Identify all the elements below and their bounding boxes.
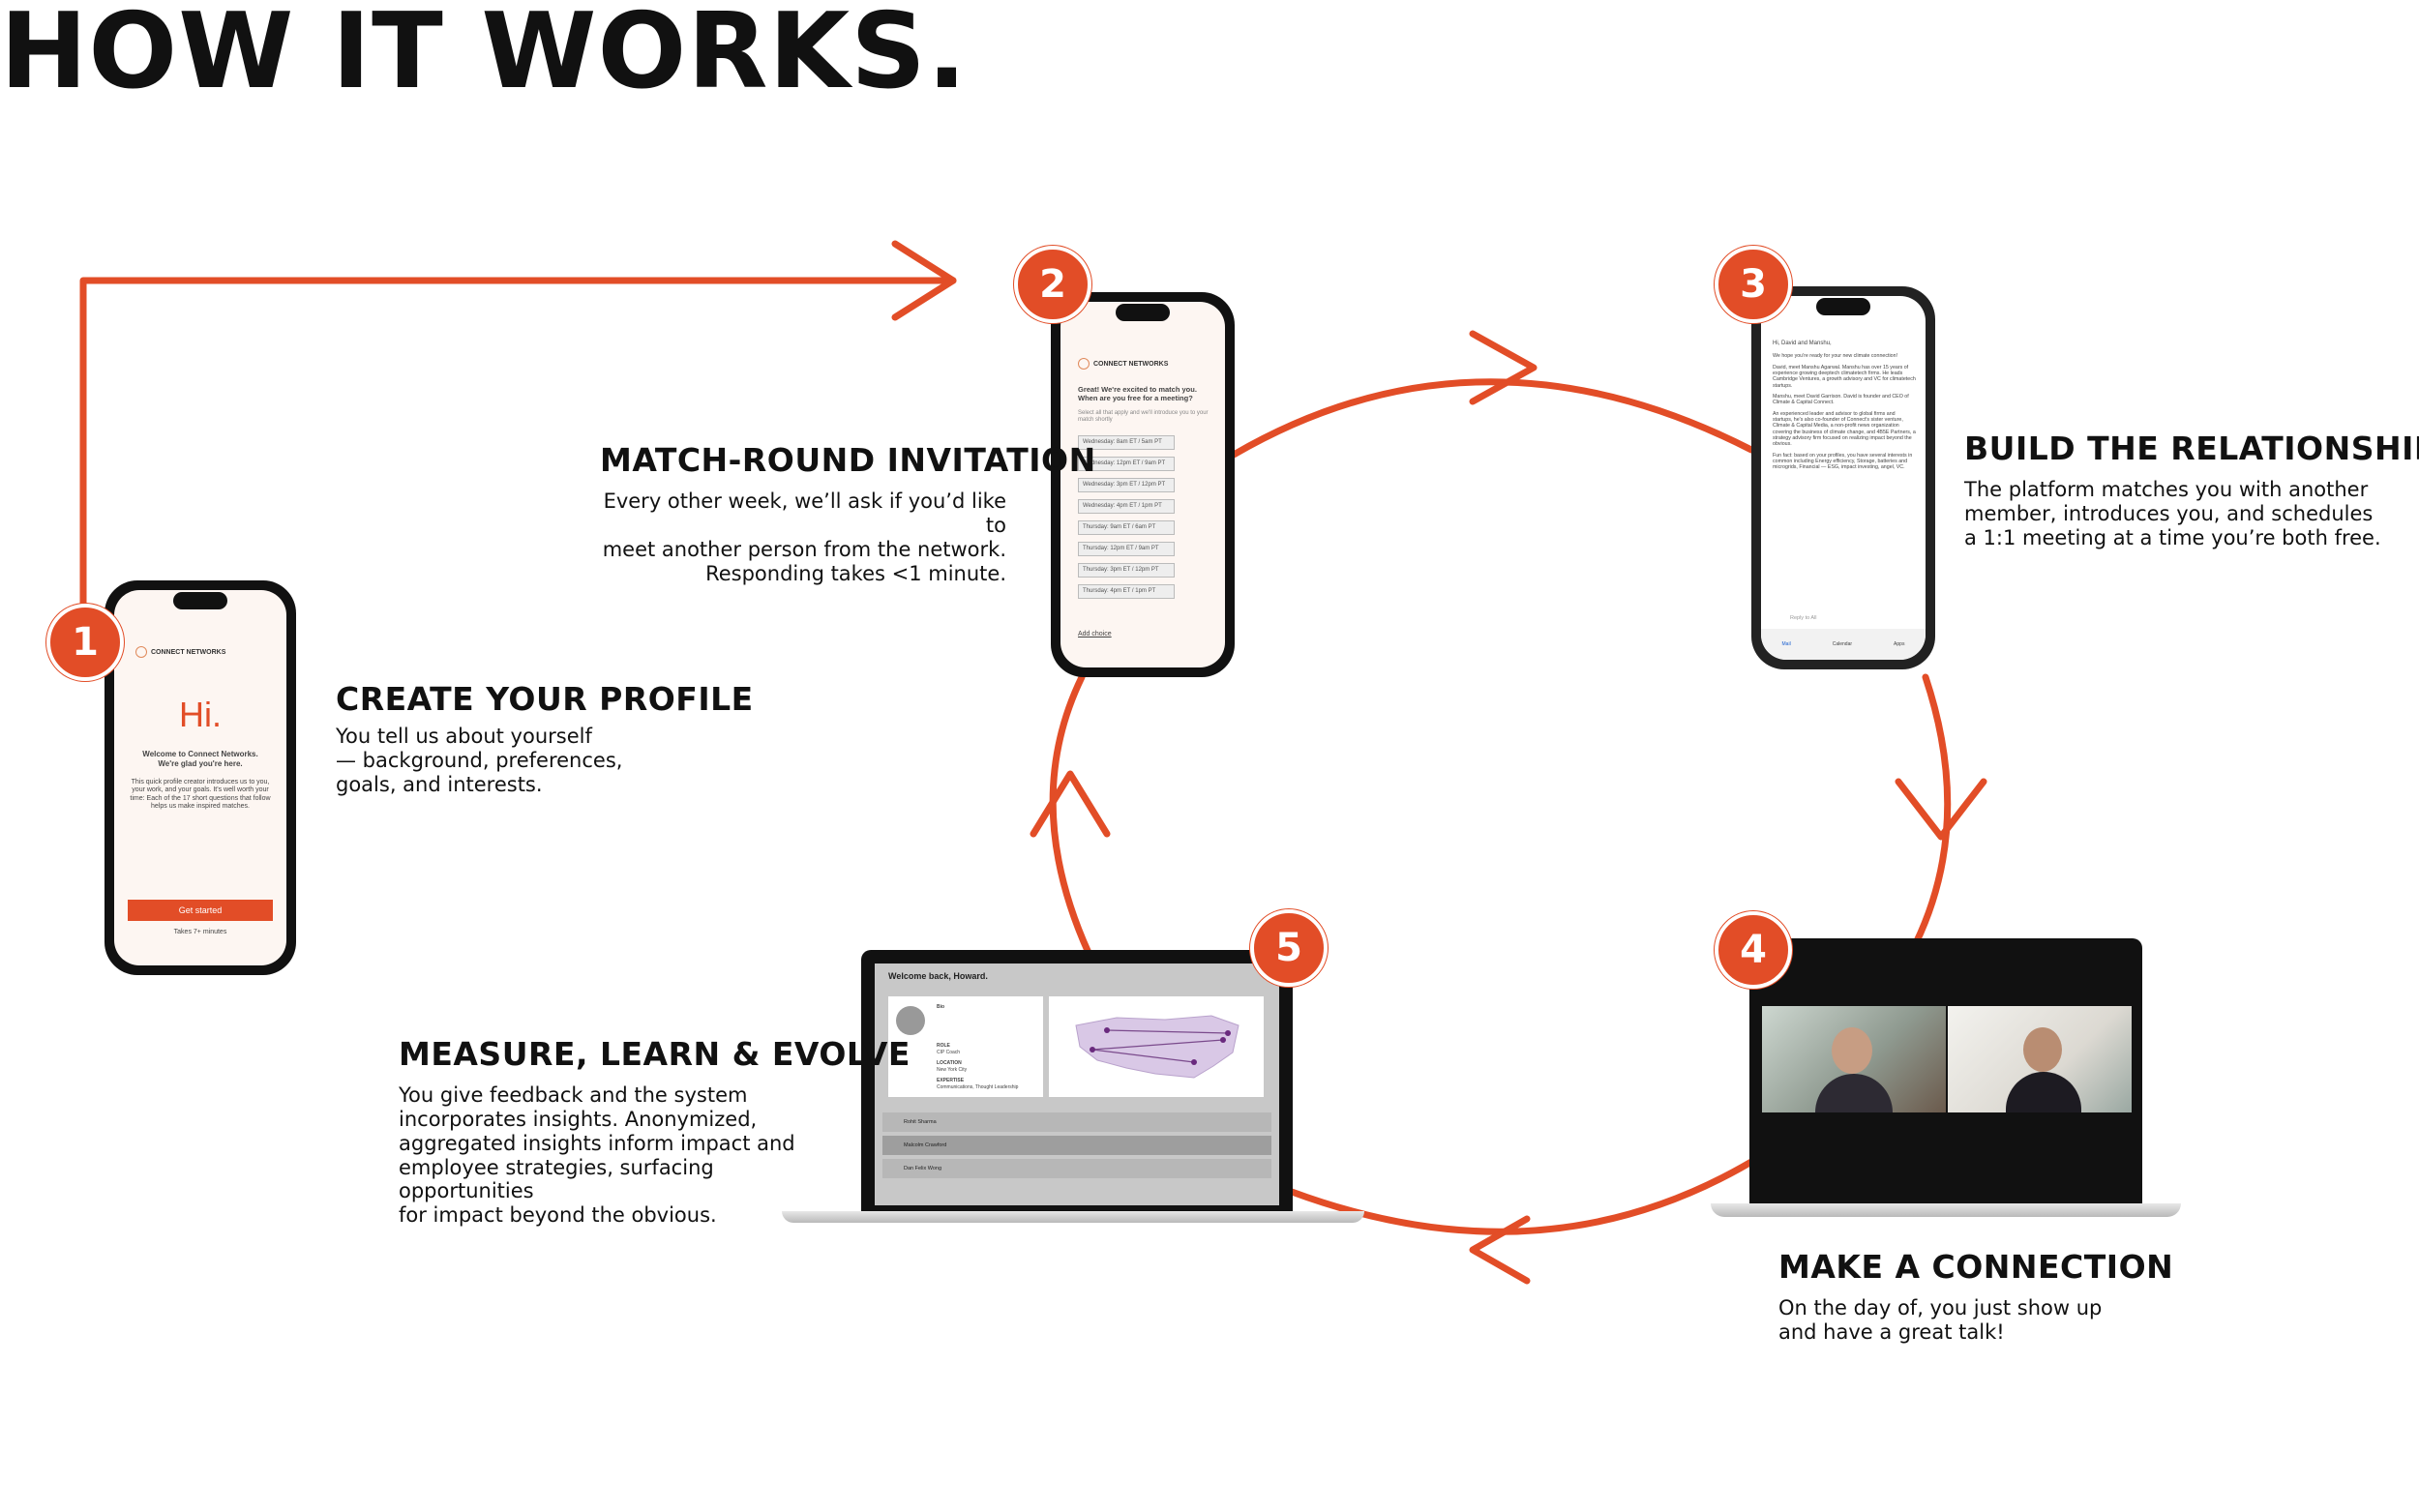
table-row[interactable]: Malcolm Crawford <box>882 1136 1271 1155</box>
cycle-arc-2-3 <box>1230 378 1755 459</box>
time-slot-option[interactable]: Thursday: 3pm ET / 12pm PT <box>1078 563 1175 578</box>
row-name: Malcolm Crawford <box>904 1142 947 1148</box>
email-paragraph: An experienced leader and advisor to glo… <box>1773 410 1916 448</box>
step-title: CREATE YOUR PROFILE <box>336 680 754 718</box>
step-title: BUILD THE RELATIONSHIP <box>1964 430 2419 467</box>
connector-line <box>79 277 957 611</box>
tab-mail[interactable]: Mail <box>1781 641 1791 647</box>
phone-icon: CONNECT NETWORKS Hi. Welcome to Connect … <box>105 580 296 975</box>
step-badge-3: 3 <box>1715 246 1792 323</box>
expertise-label: EXPERTISE <box>937 1078 965 1083</box>
location-value: New York City <box>937 1067 968 1073</box>
time-estimate: Takes 7+ minutes <box>173 929 227 935</box>
tab-apps[interactable]: Apps <box>1894 641 1905 647</box>
location-label: LOCATION <box>937 1060 962 1066</box>
step-3-text: BUILD THE RELATIONSHIP The platform matc… <box>1964 430 2419 550</box>
page-title: HOW IT WORKS. <box>0 0 968 112</box>
role-label: ROLE <box>937 1043 950 1049</box>
step-badge-2: 2 <box>1014 246 1091 323</box>
role-value: CIP Coach <box>937 1050 961 1055</box>
cycle-arc-3-4 <box>1912 673 1952 947</box>
reply-all-button[interactable]: Reply to All <box>1790 615 1817 621</box>
get-started-button[interactable]: Get started <box>128 900 273 921</box>
arrow-icon <box>1469 1215 1531 1285</box>
step-5-text: MEASURE, LEARN & EVOLVE You give feedbac… <box>399 1035 911 1228</box>
meeting-hint: Select all that apply and we'll introduc… <box>1078 410 1209 424</box>
map-icon <box>1049 996 1264 1097</box>
table-row[interactable]: Dan Felix Wong <box>882 1159 1271 1178</box>
step-badge-4: 4 <box>1715 911 1792 989</box>
phone-icon: CONNECT NETWORKS Great! We're excited to… <box>1051 292 1235 677</box>
time-slot-option[interactable]: Wednesday: 4pm ET / 1pm PT <box>1078 499 1175 514</box>
laptop-base <box>1711 1203 2181 1217</box>
profile-card: Bio ROLE CIP Coach LOCATION New York Cit… <box>888 996 1043 1097</box>
step-badge-1: 1 <box>46 604 124 681</box>
meeting-question: Great! We're excited to match you. When … <box>1078 385 1197 402</box>
time-slot-option[interactable]: Thursday: 9am ET / 6am PT <box>1078 520 1175 535</box>
time-slot-option[interactable]: Wednesday: 8am ET / 5am PT <box>1078 435 1175 450</box>
time-slot-option[interactable]: Thursday: 12pm ET / 9am PT <box>1078 542 1175 556</box>
step-4-text: MAKE A CONNECTION On the day of, you jus… <box>1778 1248 2174 1345</box>
tab-calendar[interactable]: Calendar <box>1832 641 1853 647</box>
arrow-icon <box>1030 770 1111 838</box>
email-paragraph: David, meet Manshu Agarwal. Manshu has o… <box>1773 364 1916 389</box>
time-slot-option[interactable]: Wednesday: 3pm ET / 12pm PT <box>1078 478 1175 492</box>
row-name: Dan Felix Wong <box>904 1166 942 1171</box>
step-body: Every other week, we’ll ask if you’d lik… <box>602 489 1006 585</box>
step-body: You tell us about yourself— background, … <box>336 725 623 796</box>
cycle-arc-5-2 <box>1049 673 1092 957</box>
row-name: Rohit Sharma <box>904 1119 937 1125</box>
add-choice-link[interactable]: Add choice <box>1078 631 1112 637</box>
laptop-icon <box>1749 938 2142 1203</box>
intro-text: This quick profile creator introduces us… <box>130 779 271 811</box>
email-greeting: Hi, David and Manshu, <box>1773 341 1832 346</box>
step-badge-5: 5 <box>1250 909 1328 987</box>
brand-logo: CONNECT NETWORKS <box>151 648 226 656</box>
brand-logo: CONNECT NETWORKS <box>1093 360 1169 368</box>
step-1-text: CREATE YOUR PROFILE You tell us about yo… <box>336 680 754 797</box>
laptop-icon: Welcome back, Howard. Bio ROLE CIP Coach… <box>861 950 1293 1211</box>
step-title: MATCH-ROUND INVITATION <box>600 441 1096 479</box>
email-paragraph: Fun fact: based on your profiles, you ha… <box>1773 452 1913 471</box>
arrow-icon <box>1895 778 1987 841</box>
step-title: MEASURE, LEARN & EVOLVE <box>399 1035 911 1073</box>
step-2-text: MATCH-ROUND INVITATION Every other week,… <box>600 442 1095 585</box>
dashboard-welcome: Welcome back, Howard. <box>888 971 988 981</box>
time-slot-option[interactable]: Thursday: 4pm ET / 1pm PT <box>1078 584 1175 599</box>
welcome-text: Welcome to Connect Networks. We're glad … <box>142 750 258 768</box>
greeting: Hi. <box>179 695 222 734</box>
email-paragraph: We hope you're ready for your new climat… <box>1773 353 1897 360</box>
phone-icon: Hi, David and Manshu, We hope you're rea… <box>1751 286 1935 669</box>
email-paragraph: Manshu, meet David Garrison. David is fo… <box>1773 393 1909 406</box>
laptop-base <box>782 1211 1364 1223</box>
arrow-icon <box>891 240 957 321</box>
step-title: MAKE A CONNECTION <box>1778 1248 2174 1286</box>
video-call <box>1948 1006 2132 1112</box>
time-slot-option[interactable]: Wednesday: 12pm ET / 9am PT <box>1078 457 1175 471</box>
arrow-icon <box>1469 330 1538 405</box>
bio-label: Bio <box>937 1004 945 1010</box>
video-call <box>1762 1006 1946 1112</box>
slot-list: Wednesday: 8am ET / 5am PT Wednesday: 12p… <box>1078 435 1175 606</box>
avatar <box>896 1006 925 1035</box>
expertise-value: Communications, Thought Leadership <box>937 1084 1019 1090</box>
table-row[interactable]: Rohit Sharma <box>882 1112 1271 1132</box>
